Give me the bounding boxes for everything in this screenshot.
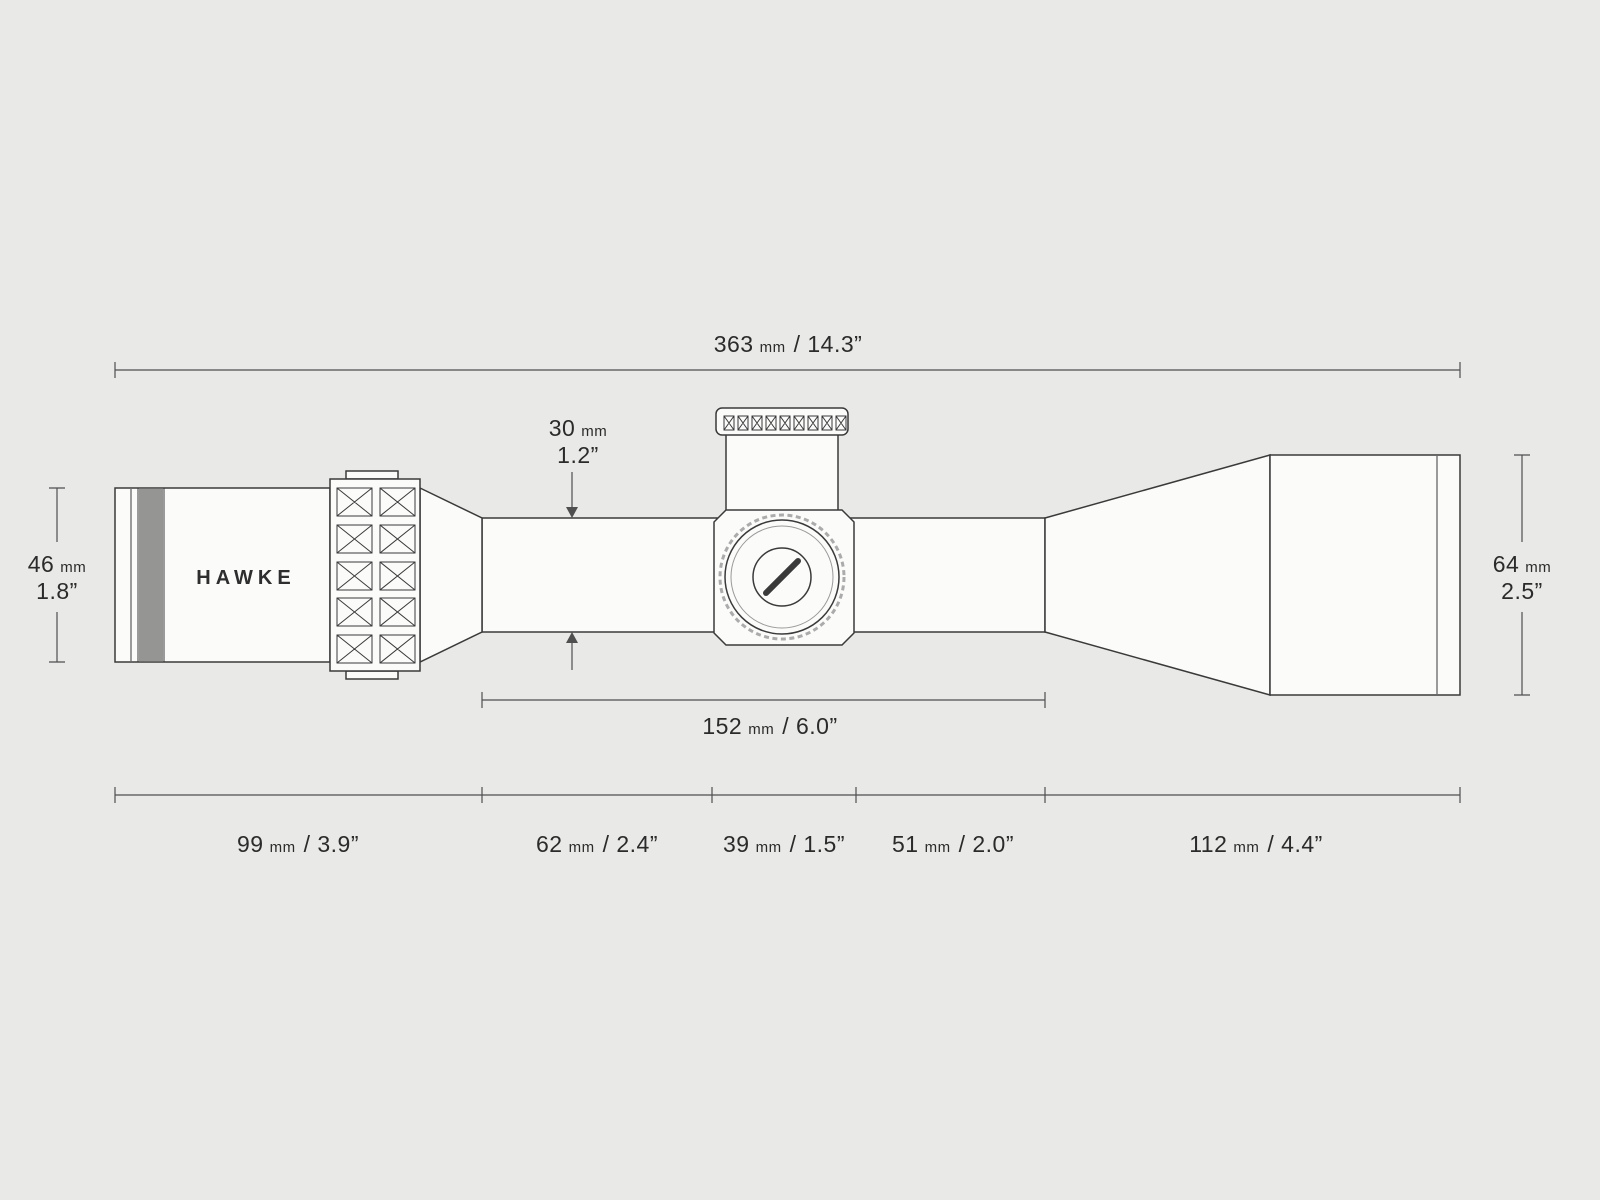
elevation-turret <box>715 407 849 515</box>
eyepiece-diameter-label-inch: 1.8” <box>36 578 78 604</box>
eyepiece-knurl-band <box>137 487 165 663</box>
zoom-ring-bottom-tab <box>345 670 399 680</box>
zoom-ring-top-tab <box>345 470 399 480</box>
eyepiece-taper <box>419 486 483 664</box>
side-turret-knurl-edge <box>718 513 846 641</box>
zoom-ring <box>329 470 421 680</box>
tube-arrow-down-head <box>566 507 578 518</box>
zoom-ring-knurling <box>336 487 416 664</box>
objective-taper <box>1044 454 1271 696</box>
scope-drawing: HAWKE <box>114 407 1461 696</box>
screw-slot <box>763 558 801 596</box>
main-tube-right <box>847 517 1046 633</box>
main-tube-left <box>481 517 718 633</box>
elevation-turret-body <box>725 433 839 515</box>
tube-diameter-label-inch: 1.2” <box>557 442 599 468</box>
elevation-turret-cap <box>715 407 849 436</box>
side-focus-turret <box>718 513 846 641</box>
objective-diameter-label-inch: 2.5” <box>1501 578 1543 604</box>
elevation-turret-knurling <box>723 415 847 431</box>
tube-arrow-up-head <box>566 632 578 643</box>
brand-text: HAWKE <box>196 567 295 589</box>
objective-bell <box>1269 454 1461 696</box>
brand-logo: HAWKE <box>196 567 295 589</box>
eyepiece: HAWKE <box>114 487 331 663</box>
